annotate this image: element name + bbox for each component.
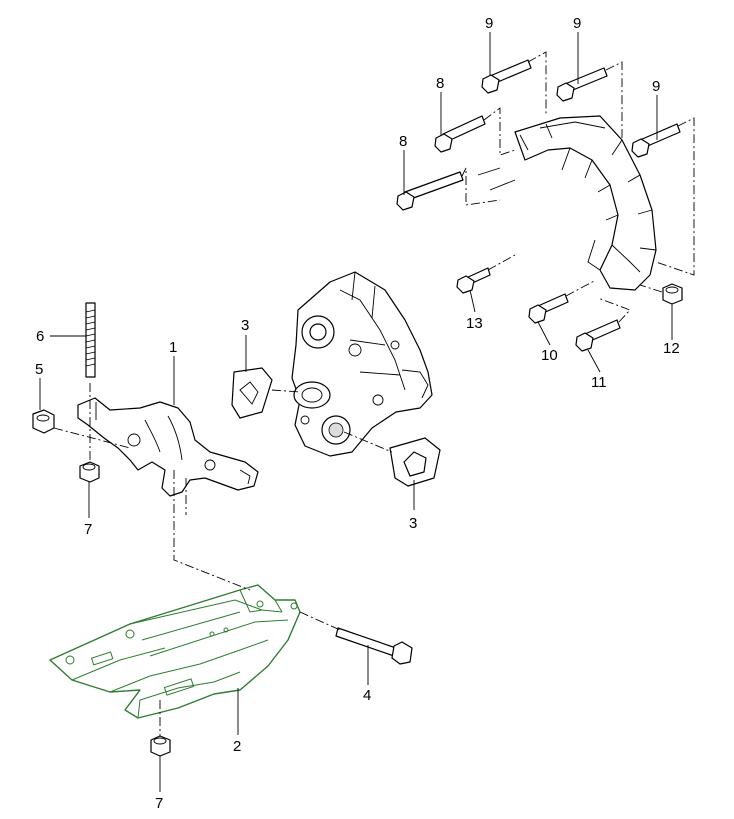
callout-12: 12 (663, 340, 680, 357)
plate-washer-left[interactable] (231, 367, 273, 419)
mount-bracket[interactable] (77, 397, 259, 497)
callout-numbers: 1 2 3 3 4 5 6 7 7 8 8 9 9 9 10 11 12 13 (35, 15, 680, 812)
bolt-top-b[interactable] (556, 67, 608, 102)
callout-3-upper: 3 (241, 317, 249, 334)
bell-housing[interactable] (477, 115, 657, 291)
callout-leaders (39, 32, 673, 792)
assembly-centerlines (53, 51, 695, 736)
callout-9-mid: 9 (573, 15, 581, 32)
plate-washer-right[interactable] (389, 437, 441, 487)
callout-2: 2 (233, 738, 241, 755)
nut-12[interactable] (662, 283, 683, 305)
crossmember-highlighted[interactable] (49, 584, 301, 719)
transmission-case[interactable] (291, 271, 433, 457)
bolt-top-mid[interactable] (434, 115, 486, 153)
bolt-11[interactable] (575, 319, 621, 352)
nut-under-crossmember[interactable] (150, 735, 171, 757)
bolt-top-left[interactable] (396, 171, 464, 211)
callout-5: 5 (35, 361, 43, 378)
callout-1: 1 (169, 339, 177, 356)
callout-7-lower: 7 (155, 795, 163, 812)
bolt-crossmember[interactable] (335, 627, 413, 665)
callout-7-upper: 7 (84, 521, 92, 538)
callout-8-upper: 8 (436, 75, 444, 92)
callout-9-left: 9 (485, 15, 493, 32)
callout-13: 13 (466, 315, 483, 332)
callout-10: 10 (541, 347, 558, 364)
callout-4: 4 (363, 687, 371, 704)
callout-3-lower: 3 (409, 515, 417, 532)
stud[interactable] (85, 302, 96, 378)
callout-8-lower: 8 (399, 133, 407, 150)
callout-6: 6 (36, 328, 44, 345)
bolt-top-c[interactable] (631, 123, 681, 158)
callout-9-right: 9 (652, 78, 660, 95)
nut-under-bracket[interactable] (79, 461, 100, 483)
bolt-top-a[interactable] (481, 59, 532, 94)
bolt-small-13[interactable] (456, 267, 491, 294)
nut-left[interactable] (32, 409, 55, 434)
bolt-10[interactable] (528, 293, 569, 324)
callout-11: 11 (591, 374, 607, 391)
